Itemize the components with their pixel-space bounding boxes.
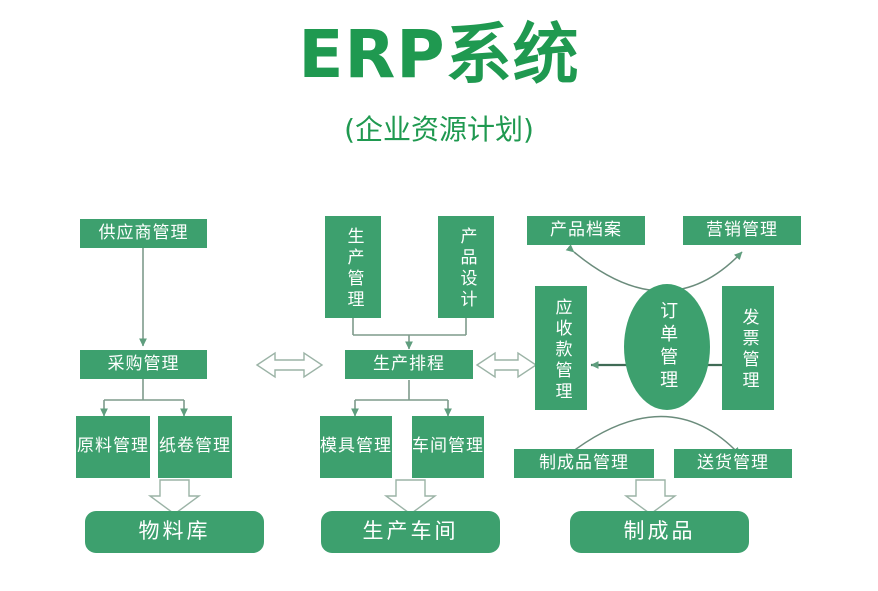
node-purchasing-management[interactable]: 采购管理 bbox=[80, 350, 207, 379]
double-arrow-schedule-receivables bbox=[475, 351, 538, 379]
node-product-archive[interactable]: 产品档案 bbox=[527, 216, 645, 245]
node-order-management[interactable]: 订单管理 bbox=[624, 284, 710, 410]
node-marketing-management[interactable]: 营销管理 bbox=[683, 216, 801, 245]
node-material-warehouse[interactable]: 物料库 bbox=[85, 511, 264, 553]
node-production-management[interactable]: 生产管理 bbox=[325, 216, 381, 318]
node-raw-material-management[interactable]: 原料管理 bbox=[76, 416, 150, 478]
node-production-schedule[interactable]: 生产排程 bbox=[345, 350, 473, 379]
node-finished-goods-management[interactable]: 制成品管理 bbox=[514, 449, 654, 478]
page-subtitle: (企业资源计划) bbox=[344, 113, 534, 146]
block-arrow-to-finished-goods bbox=[623, 479, 678, 515]
node-workshop-management[interactable]: 车间管理 bbox=[412, 416, 484, 478]
node-production-workshop[interactable]: 生产车间 bbox=[321, 511, 500, 553]
line-schedule-to-mold-workshop bbox=[351, 380, 452, 417]
block-arrow-to-production-workshop bbox=[383, 479, 438, 515]
node-paper-roll-management[interactable]: 纸卷管理 bbox=[158, 416, 232, 478]
node-supplier-management[interactable]: 供应商管理 bbox=[80, 219, 207, 248]
line-production-inputs-to-schedule bbox=[352, 318, 467, 350]
block-arrow-to-material-warehouse bbox=[147, 479, 202, 515]
node-mold-management[interactable]: 模具管理 bbox=[320, 416, 392, 478]
page-title: ERP系统 bbox=[298, 16, 580, 93]
node-finished-goods[interactable]: 制成品 bbox=[570, 511, 749, 553]
node-invoice-management[interactable]: 发票管理 bbox=[722, 286, 774, 410]
double-arrow-purchasing-schedule bbox=[255, 351, 324, 379]
node-receivables-management[interactable]: 应收款管理 bbox=[535, 286, 587, 410]
node-delivery-management[interactable]: 送货管理 bbox=[674, 449, 792, 478]
line-purchasing-to-materials bbox=[100, 379, 188, 417]
node-product-design[interactable]: 产品设计 bbox=[438, 216, 494, 318]
